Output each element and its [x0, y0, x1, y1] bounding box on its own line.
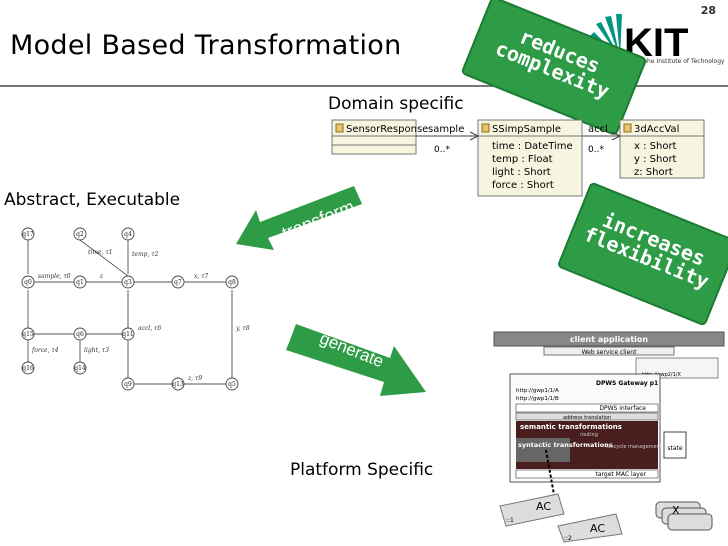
svg-text:Web service client: Web service client [582, 349, 638, 356]
svg-text:X: X [672, 504, 680, 517]
svg-text:force, τ4: force, τ4 [31, 347, 59, 354]
svg-text:client application: client application [570, 335, 648, 344]
svg-text:AC: AC [536, 500, 551, 513]
svg-text:target MAC layer: target MAC layer [596, 471, 647, 478]
association-multiplicity: 0..* [588, 145, 604, 155]
svg-text:q17: q17 [22, 231, 34, 238]
svg-text:AC: AC [590, 522, 605, 535]
svg-text:time, τ1: time, τ1 [88, 249, 113, 256]
transform-arrow: transform [236, 186, 362, 250]
attribute: time : DateTime [492, 141, 573, 152]
svg-text:DPWS Gateway p1: DPWS Gateway p1 [596, 380, 658, 387]
svg-text:q11: q11 [122, 331, 133, 338]
svg-text:q5: q5 [228, 381, 236, 388]
state-store [663, 431, 687, 459]
svg-text:http://gwp2/1/X: http://gwp2/1/X [642, 372, 681, 378]
svg-text:y, τ8: y, τ8 [235, 325, 250, 332]
class-sensorresponse: SensorResponse [331, 119, 428, 155]
association-sample: sample 0..* [416, 124, 480, 155]
svg-text:sample, τ0: sample, τ0 [38, 273, 71, 280]
svg-text:q9: q9 [124, 381, 132, 388]
svg-text:accl, τ6: accl, τ6 [138, 325, 161, 332]
attribute: y : Short [634, 154, 677, 165]
gateway-p2-box [635, 357, 719, 379]
attribute: light : Short [492, 167, 551, 178]
automaton-edges [27, 239, 233, 385]
svg-text:z, τ9: z, τ9 [187, 375, 202, 382]
svg-text:q16: q16 [22, 365, 34, 372]
platform-specific-label: Platform Specific [290, 460, 434, 480]
device-node-2 [557, 513, 623, 543]
syntactic-transformations-block [516, 438, 570, 462]
svg-text:DPWS interface: DPWS interface [599, 405, 646, 412]
kit-tagline: Karlsruhe Institute of Technology [626, 58, 725, 65]
class-ssimpsample: SSimpSample time : DateTime temp : Float… [477, 119, 583, 197]
attribute: x : Short [634, 141, 677, 152]
svg-text:q0: q0 [24, 279, 32, 286]
class-name: SensorResponse [346, 124, 428, 135]
svg-text:q14: q14 [74, 365, 86, 372]
automaton-states [21, 227, 239, 391]
abstract-executable-label: Abstract, Executable [4, 190, 181, 210]
generate-arrow: generate [286, 324, 426, 396]
association-multiplicity: 0..* [434, 145, 450, 155]
svg-text:::2: ::2 [564, 535, 572, 542]
association-accl: accl 0..* [582, 124, 622, 155]
svg-text:q1: q1 [76, 279, 84, 286]
svg-text:http://gwp1/1/B: http://gwp1/1/B [516, 396, 559, 402]
association-role: accl [588, 124, 608, 135]
title-divider [0, 85, 728, 87]
svg-text:q3: q3 [124, 279, 132, 286]
svg-text:address translation: address translation [563, 415, 611, 421]
dpws-interface-bar [515, 403, 659, 413]
svg-text:::1: ::1 [506, 517, 514, 524]
attribute: force : Short [492, 180, 554, 191]
svg-text:q7: q7 [174, 279, 182, 286]
attribute: temp : Float [492, 154, 553, 165]
platform-architecture-diagram: client application Web service client ht… [493, 331, 725, 543]
svg-text:q4: q4 [124, 231, 132, 238]
target-mac-layer-bar [515, 469, 659, 479]
class-icon [623, 123, 632, 133]
svg-text:temp, τ2: temp, τ2 [132, 251, 159, 258]
svg-text:http://gwp1/1/A: http://gwp1/1/A [516, 388, 559, 394]
page-number: 28 [700, 4, 716, 17]
svg-text:lifecycle management: lifecycle management [606, 444, 662, 450]
class-icon [481, 123, 490, 133]
svg-text:q15: q15 [22, 331, 34, 338]
device-node-1 [499, 493, 565, 527]
address-translation-bar [515, 412, 659, 421]
class-icon [335, 123, 344, 133]
attribute: z: Short [634, 167, 673, 178]
svg-text:syntactic transformations: syntactic transformations [518, 441, 613, 449]
svg-text:state: state [667, 445, 683, 452]
association-role: sample [428, 124, 464, 135]
slide-title: Model Based Transformation [10, 30, 402, 61]
uml-class-diagram: SensorResponse SSimpSample time : DateTi… [331, 119, 705, 197]
domain-specific-label: Domain specific [328, 94, 464, 114]
class-name: 3dAccVal [634, 124, 679, 135]
svg-text:x, τ7: x, τ7 [194, 273, 209, 280]
class-3daccval: 3dAccVal x : Short y : Short z: Short [619, 119, 705, 179]
svg-text:light, τ3: light, τ3 [84, 347, 109, 354]
web-service-client-bar [543, 346, 675, 356]
class-name: SSimpSample [492, 124, 561, 135]
automaton-edge-labels: time, τ1 sample, τ0 temp, τ2 light, τ3 f… [31, 249, 250, 382]
client-application-bar [493, 331, 725, 347]
svg-text:routing: routing [580, 432, 598, 438]
svg-text:q8: q8 [228, 279, 236, 286]
state-automaton: q17 q2 q4 q0 q1 q3 q7 q8 q15 q6 q11 q16 … [21, 227, 250, 391]
svg-text:ε: ε [100, 273, 103, 280]
svg-text:semantic transformations: semantic transformations [520, 423, 622, 431]
svg-text:q2: q2 [76, 231, 84, 238]
automaton-state-labels: q17 q2 q4 q0 q1 q3 q7 q8 q15 q6 q11 q16 … [22, 231, 236, 388]
svg-text:q6: q6 [76, 331, 84, 338]
svg-text:q13: q13 [172, 381, 184, 388]
